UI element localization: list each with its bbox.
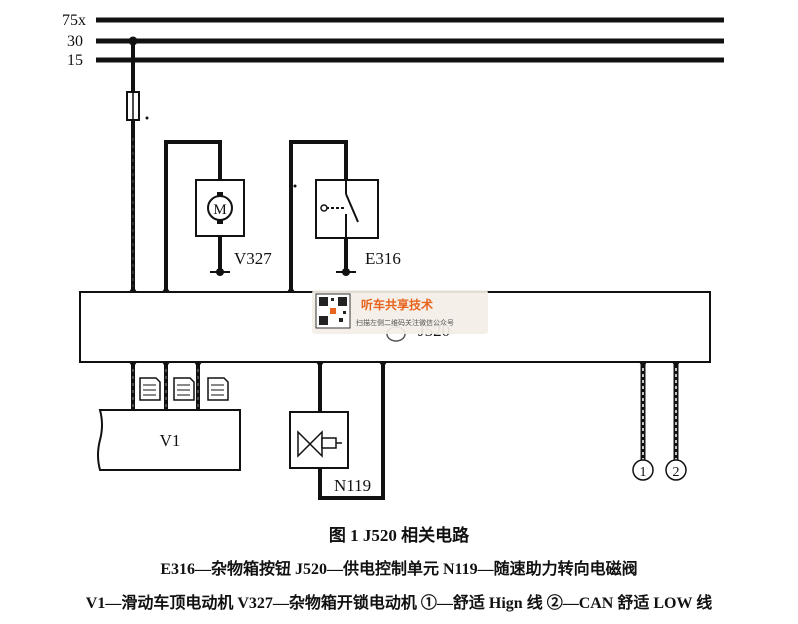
bus-label-75x: 75x: [62, 12, 86, 29]
circuit-diagram: 75x 30 15 M V327 E31: [62, 12, 724, 500]
legend-line-2: V1—滑动车顶电动机 V327—杂物箱开锁电动机 ①—舒适 Hign 线 ②—C…: [85, 595, 713, 612]
v1-sunroof-motor-circuit: V1: [97, 362, 241, 471]
document-icon: [173, 377, 195, 401]
v1-box: [97, 409, 241, 471]
watermark-badge: 听车共享技术 扫描左侧二维码关注微信公众号: [312, 290, 488, 334]
document-icon: [207, 377, 229, 401]
n119-label: N119: [334, 476, 371, 495]
fuse-feed: [126, 36, 149, 292]
connector-2-label: 2: [673, 465, 680, 480]
coil-icon: [321, 437, 337, 449]
power-bus: 75x 30 15: [62, 12, 724, 69]
pin-markers: [129, 286, 680, 368]
document-icon: [139, 377, 161, 401]
can-bus-lines: 1 2: [632, 362, 687, 481]
connector-1-label: 1: [640, 465, 647, 480]
e316-label: E316: [365, 249, 401, 268]
legend-line-1: E316—杂物箱按钮 J520—供电控制单元 N119—随速助力转向电磁阀: [160, 561, 638, 578]
switch-contact: [345, 193, 359, 223]
n119-solenoid-circuit: N119: [289, 362, 385, 500]
connector-2-circle: [665, 459, 687, 481]
v327-label: V327: [234, 249, 272, 268]
bus-label-30: 30: [67, 33, 83, 50]
e316-switch-circuit: E316: [289, 140, 401, 292]
v1-label: V1: [160, 431, 181, 450]
bus-label-15: 15: [67, 52, 83, 69]
watermark-subtitle: 扫描左侧二维码关注微信公众号: [356, 318, 454, 327]
motor-symbol-label: M: [213, 202, 226, 218]
v327-motor-circuit: M V327: [164, 140, 272, 292]
watermark-title: 听车共享技术: [361, 297, 433, 312]
connector-1-circle: [632, 459, 654, 481]
figure-title: 图 1 J520 相关电路: [328, 526, 470, 545]
